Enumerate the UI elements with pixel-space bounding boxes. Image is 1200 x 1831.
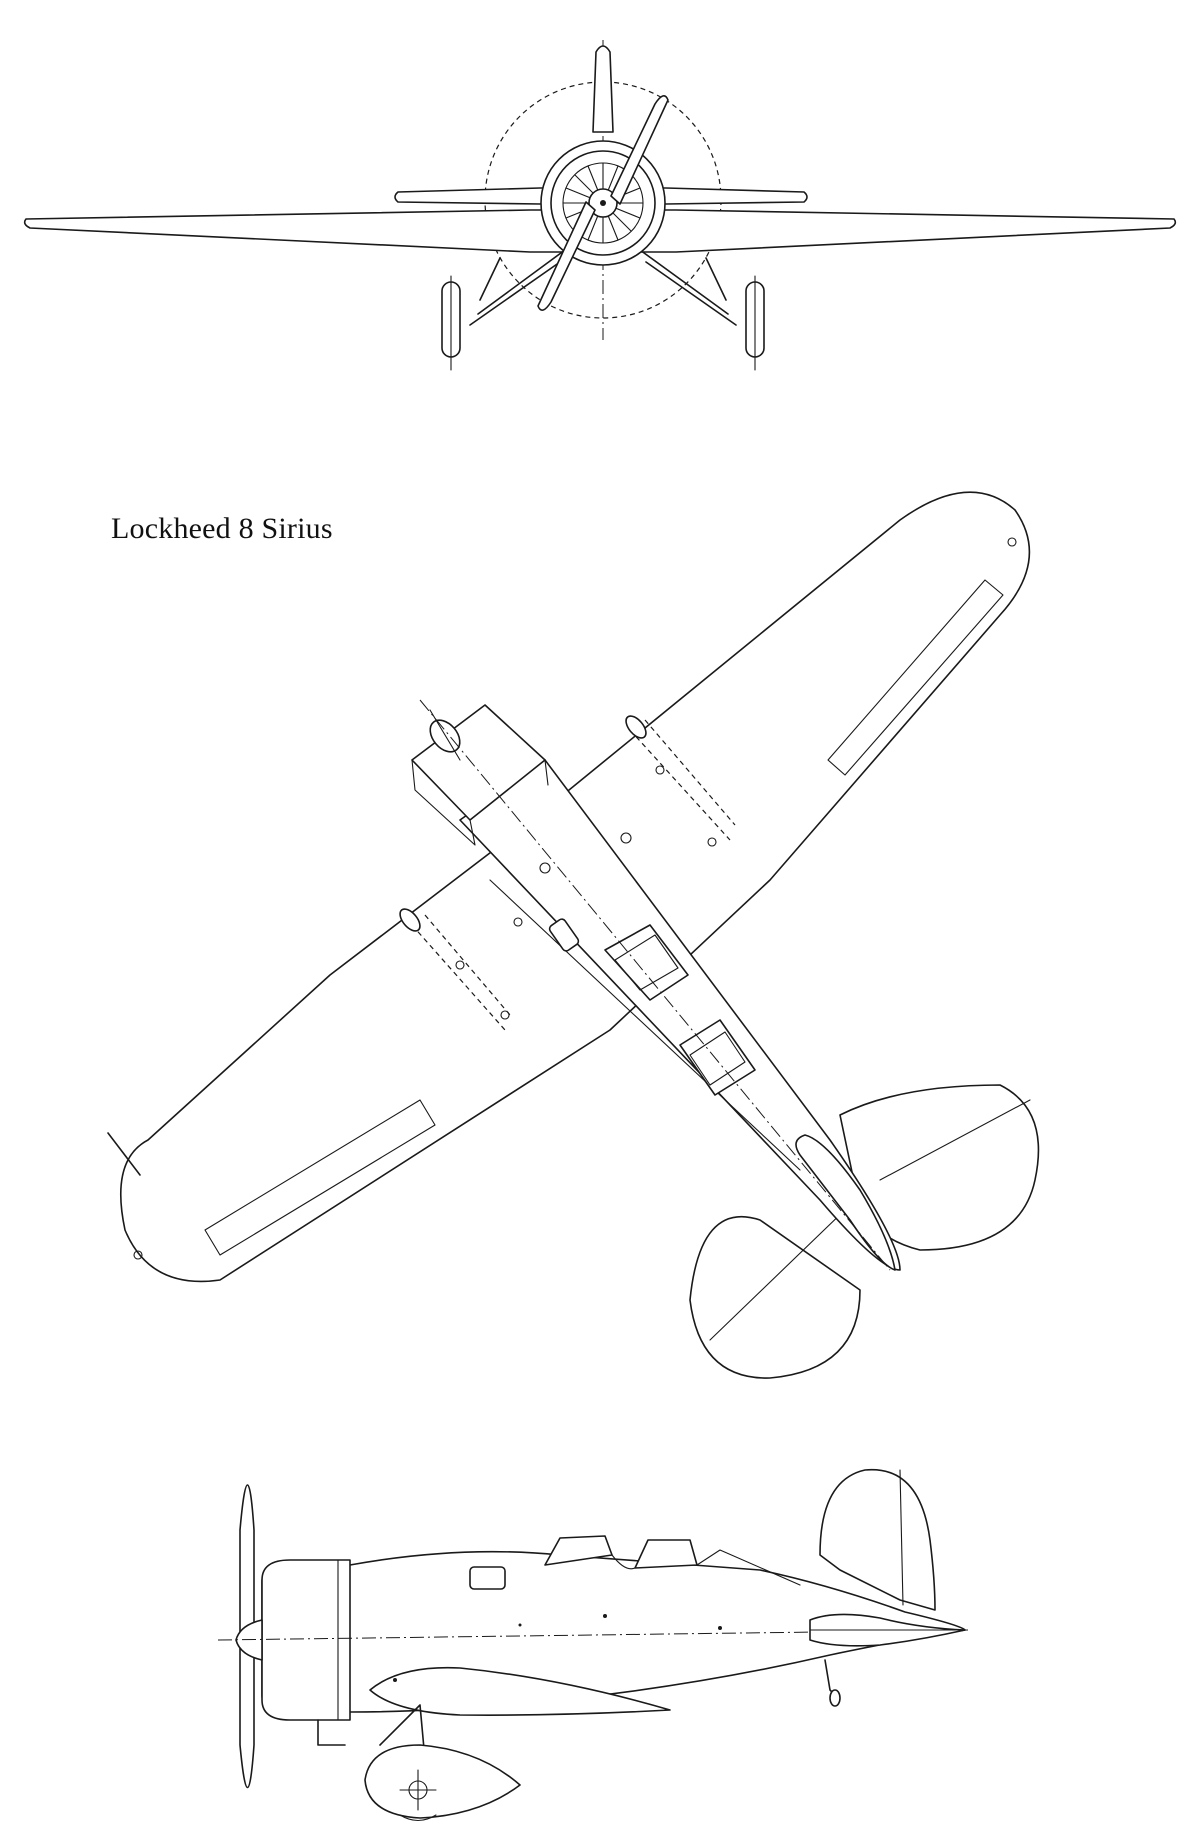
- side-fin: [819, 1468, 936, 1611]
- plan-window: [548, 918, 580, 952]
- side-rear-canopy: [634, 1539, 698, 1569]
- side-cowling: [261, 1559, 351, 1721]
- plan-centerline: [419, 699, 891, 1271]
- side-wing: [369, 1666, 671, 1716]
- side-front-canopy: [544, 1535, 613, 1566]
- side-exhaust: [317, 1719, 346, 1746]
- plan-tail-cone: [795, 1134, 896, 1271]
- plan-tailplane-right: [839, 1084, 1040, 1251]
- left-aileron: [204, 1099, 436, 1256]
- plan-tailplane: [689, 1215, 861, 1379]
- pitot-tube: [107, 1132, 141, 1176]
- front-right-strut: [639, 249, 737, 326]
- wing-dashed-lines-left: [411, 914, 511, 1031]
- right-aileron: [827, 579, 1004, 776]
- side-wheel-pant: [364, 1744, 521, 1819]
- propeller-blade-upper: [610, 95, 669, 205]
- front-left-strut: [469, 249, 566, 326]
- front-fin: [592, 45, 614, 133]
- propeller-blade-lower: [537, 201, 596, 311]
- drawing-title: Lockheed 8 Sirius: [111, 512, 333, 545]
- side-window: [469, 1566, 506, 1590]
- wing-dashed-lines-right: [629, 719, 736, 841]
